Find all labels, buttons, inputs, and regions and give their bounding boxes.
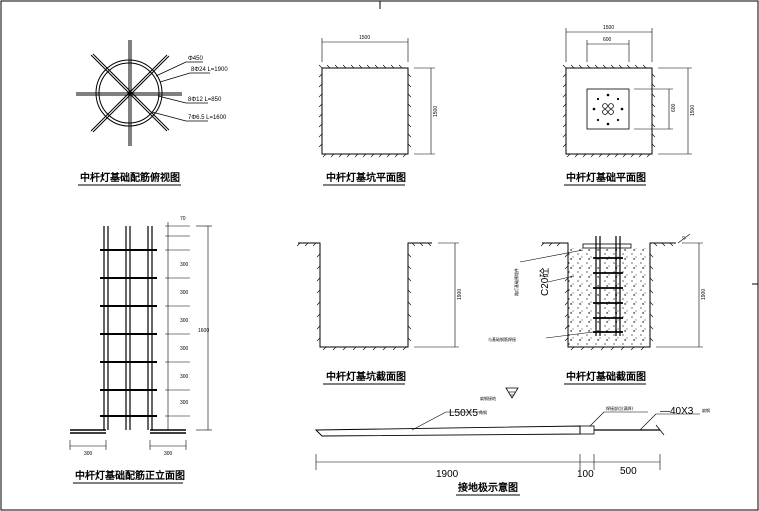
found-dim-right-outer: 1500 xyxy=(690,105,696,116)
found-section-concrete: C20砼 xyxy=(538,268,551,296)
elev-rebar-view xyxy=(69,222,212,450)
section-vertical-bars xyxy=(595,236,621,336)
section-leaders xyxy=(519,233,691,339)
elev-dim-top: 70 xyxy=(180,216,186,222)
centre-hole-4 xyxy=(608,109,614,115)
anchor-bolts xyxy=(592,93,624,126)
found-section-top-small: 0 xyxy=(681,235,687,242)
anchor-plate xyxy=(586,88,630,130)
angle-steel-label: L50X5 xyxy=(449,408,478,419)
ground-dim-1: 1900 xyxy=(436,469,459,480)
pit-hatch-left xyxy=(318,73,323,148)
title-pit-plan: 中杆灯基坑平面图 xyxy=(326,171,406,184)
pit-dim-lines xyxy=(321,38,435,155)
found-dim-lines xyxy=(565,28,692,155)
plan-rebar-view xyxy=(76,40,210,146)
pit-hatch-top xyxy=(318,64,403,69)
found-section-dim-lines xyxy=(656,242,703,348)
elev-dim-lines xyxy=(69,222,212,450)
found-dim-right-inner: 600 xyxy=(671,103,677,112)
elev-dim-spacing-5: 300 xyxy=(180,374,189,380)
weld-zone xyxy=(579,425,595,435)
pit-section-dim: 1900 xyxy=(457,289,463,300)
radial-bars xyxy=(76,40,182,146)
found-dim-top-inner: 600 xyxy=(603,37,612,43)
pit-hatch-right xyxy=(407,73,412,148)
found-hatch-right xyxy=(651,73,656,148)
found-plan-view xyxy=(562,28,692,158)
pit-section-view xyxy=(296,242,459,351)
plan-label-a: Φ450 xyxy=(188,56,203,62)
pit-section-dim-lines xyxy=(414,242,459,348)
ground-dim-2: 100 xyxy=(577,469,594,480)
elev-dim-spacing-4: 300 xyxy=(180,346,189,352)
found-section-vertical-note: 路灯基础预埋件 xyxy=(513,268,519,296)
section-hoops xyxy=(593,257,623,333)
angle-steel xyxy=(314,425,581,437)
elev-dim-total: 1600 xyxy=(198,328,209,334)
ground-dim-3: 500 xyxy=(620,466,637,477)
title-elev-rebar: 中杆灯基础配筋正立面图 xyxy=(75,469,185,482)
elev-dim-bottom-right: 300 xyxy=(164,451,173,457)
centre-hole-3 xyxy=(602,109,608,115)
ground-marker-triangle xyxy=(505,387,519,399)
elev-dim-spacing-1: 300 xyxy=(180,262,189,268)
found-section-hatch xyxy=(540,242,674,351)
found-section-view xyxy=(519,233,703,351)
elev-dim-spacing-3: 300 xyxy=(180,318,189,324)
found-dim-top-outer: 1500 xyxy=(603,25,614,31)
angle-steel-unit: 角钢 xyxy=(479,409,487,415)
pit-section-outline xyxy=(298,242,432,348)
elev-dim-bottom-left: 300 xyxy=(84,451,93,457)
title-pit-section: 中杆灯基坑截面图 xyxy=(326,370,406,383)
top-plate xyxy=(582,243,632,249)
found-section-bottom-note: 与基础钢筋焊接 xyxy=(488,336,516,342)
ground-dim-lines xyxy=(315,454,661,470)
pit-section-hatch xyxy=(296,242,432,351)
centre-hole-1 xyxy=(602,103,608,109)
title-ground-plate: 接地极示意图 xyxy=(458,481,518,494)
hoop-bars xyxy=(100,249,157,417)
pit-dim-top: 1500 xyxy=(359,35,370,41)
leader-lines xyxy=(151,61,210,122)
title-found-section: 中杆灯基础截面图 xyxy=(566,370,646,383)
title-plan-rebar: 中杆灯基础配筋俯视图 xyxy=(80,171,180,184)
found-hatch-bottom xyxy=(566,153,651,158)
flat-steel-label: —40X3 xyxy=(660,406,694,417)
plan-label-c: 8Φ12 L=850 xyxy=(188,97,222,103)
weld-note: 焊接部位(满焊) xyxy=(606,405,634,411)
elev-dim-spacing-6: 300 xyxy=(180,400,189,406)
concrete-body xyxy=(568,248,650,347)
plan-label-b: 8Φ24 L=1900 xyxy=(191,67,228,73)
pit-plan-view xyxy=(318,38,435,158)
bottom-legs xyxy=(70,429,186,434)
found-hatch-top xyxy=(562,64,647,69)
flat-steel-unit: 扁钢 xyxy=(702,407,710,413)
plan-label-d: 7Φ6.5 L=1600 xyxy=(188,115,227,121)
pit-hatch-bottom xyxy=(322,153,407,158)
elev-dim-spacing-2: 300 xyxy=(180,290,189,296)
centre-hole-2 xyxy=(608,103,614,109)
found-section-right-dim: 1900 xyxy=(701,289,707,300)
ground-leaders xyxy=(411,411,700,431)
pit-outline xyxy=(321,67,409,155)
ground-marker-note: 扁钢接地 xyxy=(480,395,496,401)
title-found-plan: 中杆灯基础平面图 xyxy=(566,171,646,184)
pit-dim-right: 1500 xyxy=(433,106,439,117)
found-hatch-left xyxy=(562,73,567,148)
ground-plate-view xyxy=(314,387,700,470)
found-outline xyxy=(565,67,653,155)
vertical-bars xyxy=(103,226,153,430)
flat-steel-break xyxy=(655,424,665,436)
